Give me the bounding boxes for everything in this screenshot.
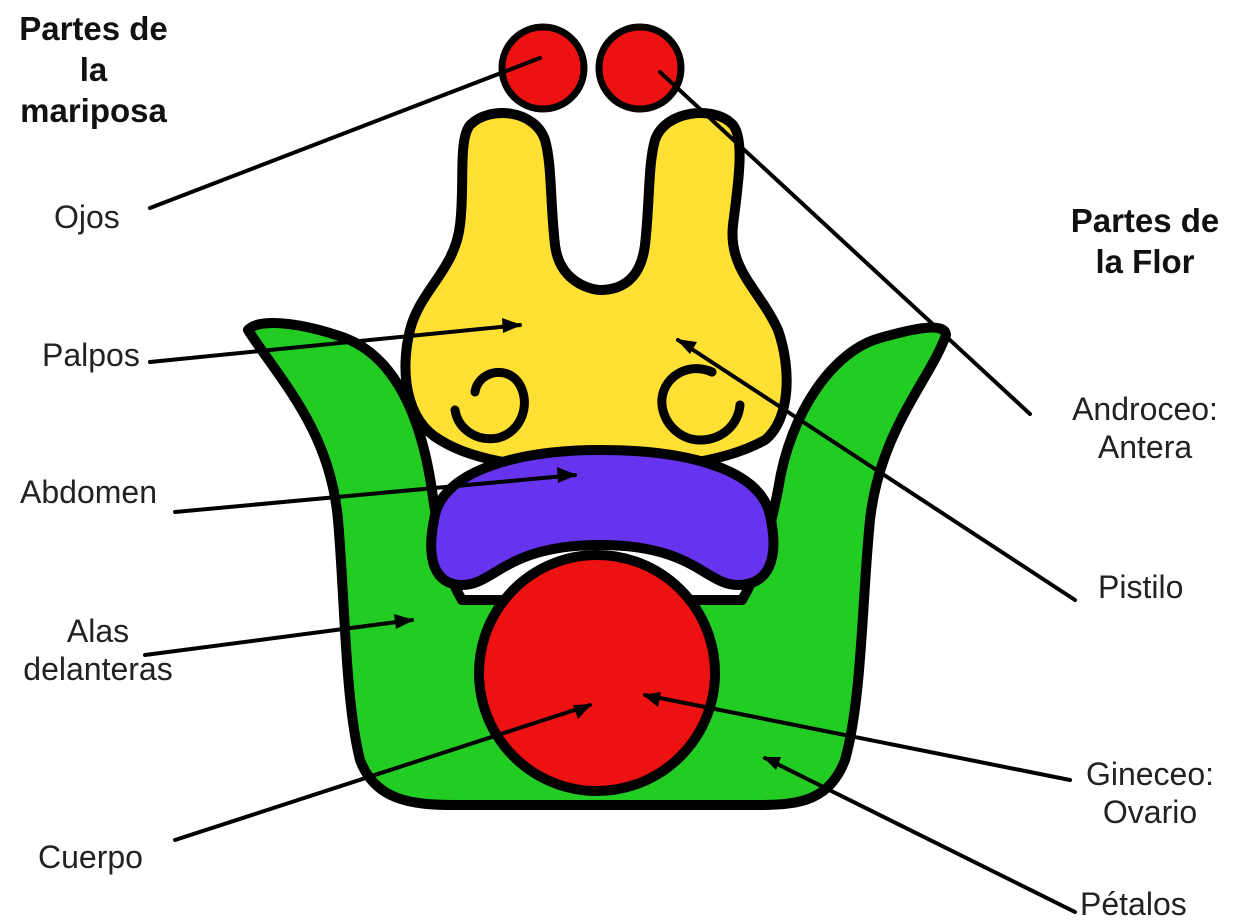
label-alas-line-2: delanteras [18, 650, 178, 688]
label-ojos: Ojos [54, 198, 120, 236]
label-gineceo-line-1: Gineceo: [1070, 755, 1230, 793]
label-palpos: Palpos [42, 336, 140, 374]
label-cuerpo: Cuerpo [38, 838, 143, 876]
label-gineceo-line-2: Ovario [1070, 793, 1230, 831]
label-alas-delanteras: Alas delanteras [18, 612, 178, 688]
butterfly-heading-line-3: mariposa [6, 90, 181, 131]
butterfly-heading-line-2: la [6, 49, 181, 90]
label-androceo-line-1: Androceo: [1060, 390, 1230, 428]
label-pistilo: Pistilo [1098, 568, 1183, 606]
petalos-leader [765, 758, 1075, 912]
butterfly-heading-line-1: Partes de [6, 8, 181, 49]
butterfly-heading: Partes de la mariposa [6, 8, 181, 131]
right-eye-shape [599, 27, 681, 109]
label-abdomen: Abdomen [20, 473, 157, 511]
label-androceo-antera: Androceo: Antera [1060, 390, 1230, 466]
body-ovary-shape [479, 555, 715, 791]
label-petalos: Pétalos [1080, 885, 1187, 923]
label-androceo-line-2: Antera [1060, 428, 1230, 466]
label-alas-line-1: Alas [18, 612, 178, 650]
flower-heading-line-1: Partes de [1060, 200, 1230, 241]
flower-heading-line-2: la Flor [1060, 241, 1230, 282]
label-gineceo-ovario: Gineceo: Ovario [1070, 755, 1230, 831]
palps-pistil-shape [405, 113, 786, 468]
flower-heading: Partes de la Flor [1060, 200, 1230, 282]
